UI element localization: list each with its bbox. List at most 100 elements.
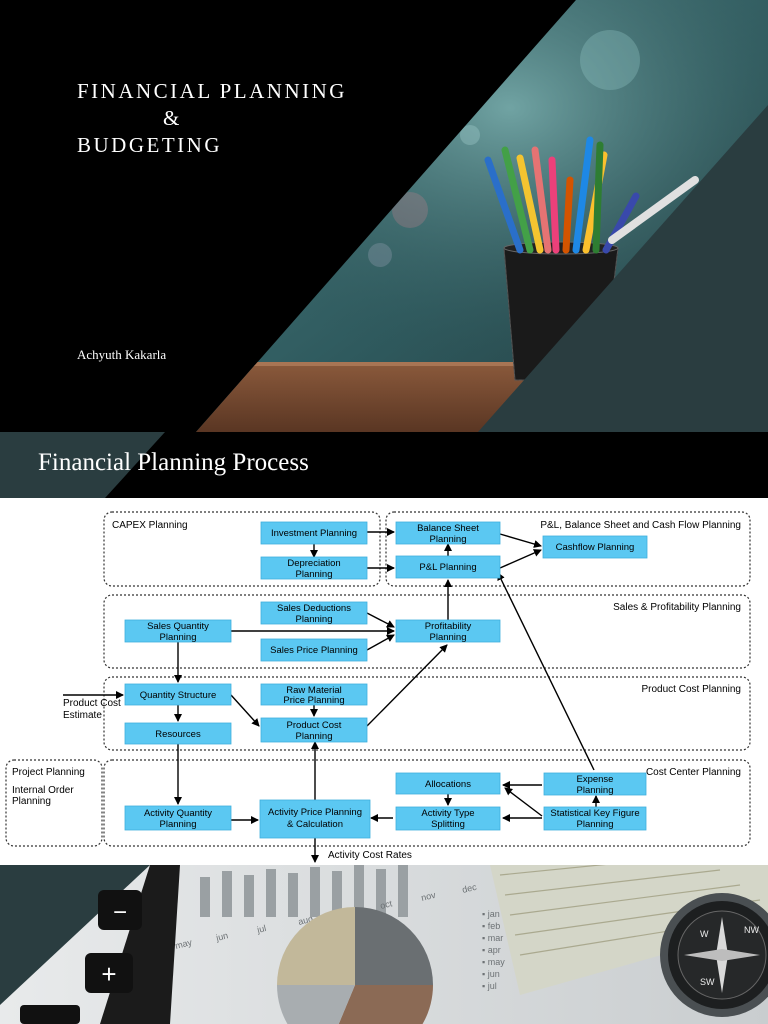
- legend-month-label: ▪ jun: [482, 969, 500, 979]
- box-sales-deductions-planning: [260, 601, 368, 625]
- box-depreciation-planning: [260, 556, 368, 580]
- box-text-sales-quantity-2: Planning: [160, 632, 197, 643]
- section-title: Financial Planning Process: [38, 449, 309, 476]
- box-text-quantity-structure: Quantity Structure: [140, 690, 217, 701]
- label-activity-cost-rates: Activity Cost Rates: [328, 850, 412, 861]
- month-label: jun: [214, 930, 229, 943]
- group-label-product-cost: Product Cost Planning: [641, 684, 741, 695]
- cover-title: FINANCIAL PLANNING & BUDGETING: [77, 78, 347, 159]
- box-text-sales-deductions-2: Planning: [296, 614, 333, 625]
- box-text-depreciation-1: Depreciation: [287, 558, 340, 569]
- group-project-planning: [5, 759, 103, 847]
- group-label-pl-bs-cf: P&L, Balance Sheet and Cash Flow Plannin…: [540, 520, 741, 531]
- group-cost-center: [103, 759, 751, 847]
- group-label-capex: CAPEX Planning: [112, 520, 188, 531]
- band-slate-shape: [0, 432, 165, 498]
- box-investment-planning: [260, 521, 368, 545]
- svg-text:−: −: [113, 899, 127, 926]
- compass: W NW SW: [660, 893, 768, 1017]
- box-product-cost-planning: [260, 717, 368, 743]
- group-label-sales-profitability: Sales & Profitability Planning: [613, 602, 741, 613]
- legend-month-label: ▪ jan: [482, 909, 500, 919]
- box-activity-type-splitting: [395, 806, 501, 831]
- box-text-raw-material-1: Raw Material: [286, 685, 341, 696]
- group-label-project-planning: Project Planning: [12, 767, 85, 778]
- box-activity-price-planning: [259, 799, 371, 839]
- month-label: oct: [379, 898, 394, 911]
- legend-month-label: ▪ jul: [482, 981, 497, 991]
- box-raw-material-price-planning: [260, 683, 368, 706]
- box-text-investment-1: Investment Planning: [271, 528, 357, 539]
- box-activity-quantity-planning: [124, 805, 232, 831]
- box-text-raw-material-2: Price Planning: [283, 695, 344, 706]
- box-text-pl: P&L Planning: [419, 562, 476, 573]
- box-text-statistical-kf-1: Statistical Key Figure: [550, 808, 639, 819]
- box-text-activity-price-1: Activity Price Planning: [268, 807, 362, 818]
- box-resources: [124, 722, 232, 745]
- svg-text:SW: SW: [700, 977, 715, 987]
- group-label-internal-order-2: Planning: [12, 796, 51, 807]
- label-product-cost-estimate-1: Product Cost: [63, 698, 121, 709]
- group-label-cost-center: Cost Center Planning: [646, 767, 741, 778]
- box-balance-sheet-planning: [395, 521, 501, 545]
- box-text-allocations: Allocations: [425, 779, 471, 790]
- svg-text:+: +: [101, 959, 116, 989]
- box-text-activity-price-2: & Calculation: [287, 819, 343, 830]
- box-text-balance-sheet-1: Balance Sheet: [417, 523, 479, 534]
- box-expense-planning: [543, 772, 647, 796]
- box-allocations: [395, 772, 501, 795]
- cover-title-line-3: BUDGETING: [77, 133, 222, 157]
- legend-month-label: ▪ feb: [482, 921, 500, 931]
- box-text-activity-type-2: Splitting: [431, 819, 465, 830]
- box-text-product-cost-2: Planning: [296, 731, 333, 742]
- box-text-sales-quantity-1: Sales Quantity: [147, 621, 209, 632]
- box-text-statistical-kf-2: Planning: [577, 819, 614, 830]
- legend-month-label: ▪ mar: [482, 933, 503, 943]
- box-text-activity-quantity-1: Activity Quantity: [144, 808, 212, 819]
- legend-months: ▪ jan ▪ feb ▪ mar ▪ apr ▪ may ▪ jun ▪ jul: [482, 909, 505, 991]
- process-diagram-svg: CAPEX Planning P&L, Balance Sheet and Ca…: [5, 511, 751, 863]
- box-text-profitability-1: Profitability: [425, 621, 472, 632]
- section-band: [0, 432, 768, 498]
- box-text-expense-2: Planning: [577, 785, 614, 796]
- box-text-product-cost-1: Product Cost: [287, 720, 342, 731]
- process-diagram: CAPEX Planning P&L, Balance Sheet and Ca…: [0, 498, 768, 865]
- month-label: nov: [420, 890, 437, 903]
- legend-month-label: ▪ may: [482, 957, 505, 967]
- box-text-activity-quantity-2: Planning: [160, 819, 197, 830]
- group-label-internal-order-1: Internal Order: [12, 785, 74, 796]
- bottom-photo: mayjunjulaugsepoctnovdec ▪ jan▪ feb▪ mar…: [0, 865, 768, 1024]
- legend-month-label: ▪ apr: [482, 945, 501, 955]
- box-sales-price-planning: [260, 638, 368, 662]
- label-product-cost-estimate-2: Estimate: [63, 710, 102, 721]
- group-pl-bs-cf: [385, 511, 751, 587]
- author-name: Achyuth Kakarla: [77, 347, 167, 362]
- cover-slate-panel: [478, 105, 768, 432]
- month-label: jul: [255, 923, 267, 935]
- cover-title-line-2: &: [163, 106, 182, 130]
- box-text-expense-1: Expense: [577, 774, 614, 785]
- box-sales-quantity-planning: [124, 619, 232, 643]
- box-text-sales-deductions-1: Sales Deductions: [277, 603, 351, 614]
- box-pl-planning: [395, 555, 501, 579]
- box-text-depreciation-2: Planning: [296, 569, 333, 580]
- bottom-photo-artwork: mayjunjulaugsepoctnovdec ▪ jan▪ feb▪ mar…: [0, 865, 768, 1024]
- box-text-activity-type-1: Activity Type: [421, 808, 474, 819]
- pie-chart-photo: [277, 907, 433, 1024]
- money-bills: [490, 865, 768, 995]
- month-label: dec: [461, 882, 478, 895]
- box-text-profitability-2: Planning: [430, 632, 467, 643]
- box-text-sales-price: Sales Price Planning: [270, 645, 358, 656]
- box-quantity-structure: [124, 683, 232, 706]
- box-text-cashflow: Cashflow Planning: [556, 542, 635, 553]
- calculator-keys: + −: [20, 890, 142, 1024]
- cover-title-line-1: FINANCIAL PLANNING: [77, 79, 347, 103]
- month-label: may: [174, 937, 193, 951]
- cover-section: FINANCIAL PLANNING & BUDGETING Achyuth K…: [0, 0, 768, 432]
- box-text-balance-sheet-2: Planning: [430, 534, 467, 545]
- box-statistical-key-figure-planning: [543, 806, 647, 831]
- box-text-resources: Resources: [155, 729, 201, 740]
- box-profitability-planning: [395, 619, 501, 643]
- cover-artwork: [0, 0, 768, 432]
- svg-text:NW: NW: [744, 925, 759, 935]
